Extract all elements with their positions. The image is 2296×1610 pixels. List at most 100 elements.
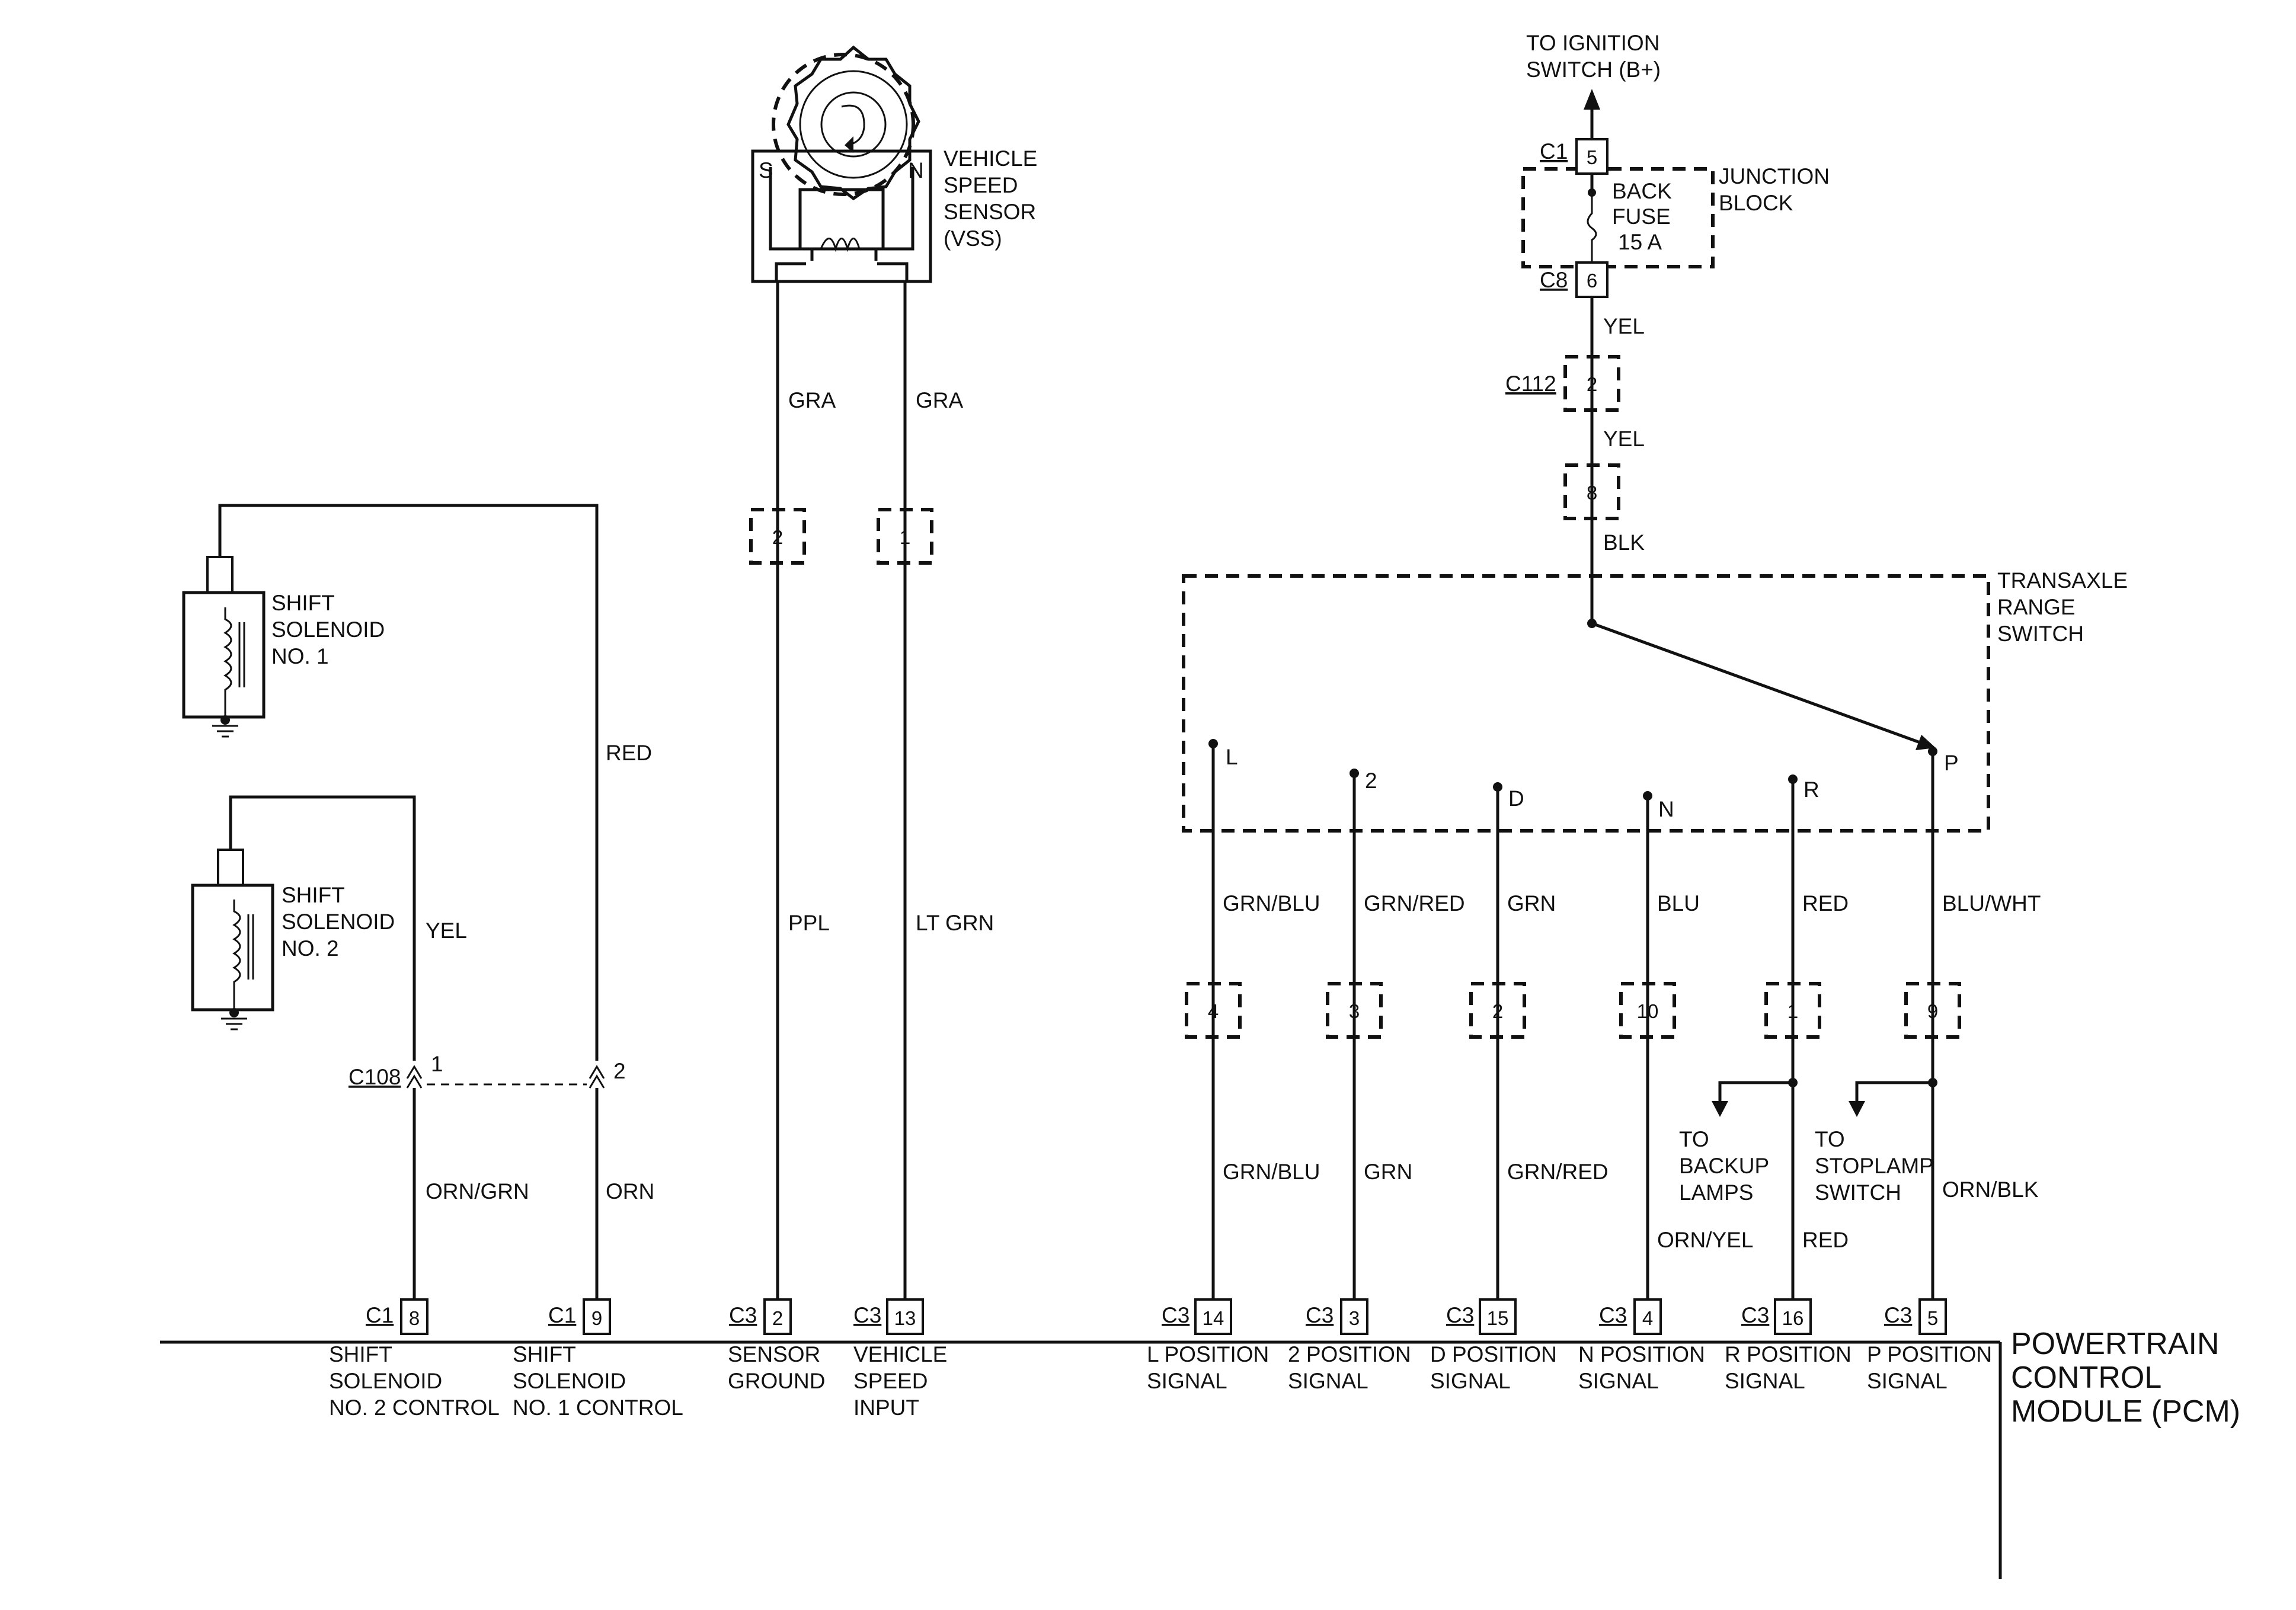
trs-pos-p: P: [1944, 751, 1959, 775]
pcm-conn: C3: [1162, 1303, 1189, 1327]
vss-inline-pin: 1: [900, 526, 910, 548]
vss-wire-lower-label: LT GRN: [916, 911, 994, 935]
trs-wire-lower-label: GRN/BLU: [1223, 1160, 1320, 1184]
trs-inline-pin: 3: [1349, 1000, 1360, 1022]
pcm-terminal-label2: SIGNAL: [1725, 1369, 1805, 1393]
pcm-terminal-label2: GROUND: [728, 1369, 825, 1393]
trs-inline-connector: [1185, 982, 1242, 1039]
wire-yel-2-label: YEL: [1603, 427, 1645, 451]
pcm-terminal-label3: NO. 2 CONTROL: [329, 1395, 500, 1420]
trs-inline-pin: 10: [1637, 1000, 1659, 1022]
c112-connector: [1563, 355, 1620, 412]
trs-wire-upper-label: GRN: [1507, 891, 1556, 916]
trs-wiper-arm: [1591, 622, 1924, 745]
trs-pos-r: R: [1803, 777, 1819, 802]
trs-inline-pin: 2: [1492, 1000, 1503, 1022]
jb-label2: BLOCK: [1719, 191, 1793, 215]
ground-node: [220, 715, 230, 725]
vss-rotor-outline: [772, 53, 915, 196]
vss-lead-right: [877, 262, 909, 281]
trs-inline-connector: [1904, 982, 1961, 1039]
trs-wire-upper-label: GRN/BLU: [1223, 891, 1320, 916]
pcm-terminal-2: 2 C3 SENSOR GROUND: [728, 1298, 825, 1393]
vss-lead-left: [775, 262, 806, 281]
wire-yel-solenoid: [229, 795, 416, 1061]
vss-inline-pin: 2: [772, 526, 783, 548]
shift-solenoid-1: SHIFT SOLENOID NO. 1: [182, 556, 385, 738]
pcm-conn: C1: [548, 1303, 576, 1327]
coil-icon: [232, 900, 241, 1010]
vss-gear-icon: [786, 45, 920, 201]
trs-label2: RANGE: [1997, 595, 2076, 619]
pcm-terminal-label1: P POSITION: [1867, 1342, 1992, 1366]
pcm-terminal-1: 9 C1 SHIFT SOLENOID NO. 1 CONTROL: [513, 1298, 683, 1420]
inline-connector-8: [1563, 463, 1620, 520]
pcm-terminal-label1: SHIFT: [513, 1342, 576, 1366]
shift-solenoid-2: SHIFT SOLENOID NO. 2: [191, 849, 395, 1030]
vss-label4: (VSS): [944, 226, 1002, 251]
wire-red: [218, 504, 599, 1061]
ground-icon: [212, 725, 238, 738]
vss-pole-left: [769, 167, 814, 261]
pcm-title-line2: CONTROL: [2011, 1361, 2161, 1395]
solenoid-1-body: [182, 591, 266, 719]
trs-inline-pin: 9: [1927, 1000, 1938, 1022]
c108-conn: C108: [348, 1065, 401, 1089]
solenoid-2-body: [191, 884, 274, 1012]
stoplamp-branch: TO STOPLAMP SWITCH: [1815, 1078, 1937, 1205]
wire-to-backup: [1718, 1081, 1793, 1105]
solenoid-1-cap: [206, 556, 234, 594]
jb-conn-out: C8: [1540, 268, 1568, 292]
vss-wire-lower-label: PPL: [788, 911, 830, 935]
trs-wire-upper-label: GRN/RED: [1364, 891, 1465, 916]
pcm-title-line3: MODULE (PCM): [2011, 1394, 2240, 1429]
pcm-terminal-label2: SIGNAL: [1288, 1369, 1368, 1393]
stoplamp-label1: TO: [1815, 1127, 1845, 1151]
pcm-pin: 8: [409, 1307, 420, 1329]
c108-pin2: 2: [613, 1059, 626, 1083]
pcm-pin: 9: [591, 1307, 602, 1329]
pcm-conn: C1: [366, 1303, 394, 1327]
trs-wiper-arrowhead-icon: [1916, 735, 1936, 750]
pcm-terminal-5: 3 C3 2 POSITION SIGNAL: [1288, 1298, 1411, 1393]
solenoid-1-label1: SHIFT: [271, 591, 335, 615]
pcm-terminal-3: 13 C3 VEHICLE SPEED INPUT: [853, 1298, 947, 1420]
pcm-terminal-label2: SOLENOID: [329, 1369, 442, 1393]
wire-yel-solenoid-label: YEL: [426, 918, 467, 943]
c112-pin: 2: [1587, 373, 1597, 395]
rotation-arrow-icon: [841, 104, 865, 146]
pcm-conn: C3: [1599, 1303, 1627, 1327]
wire-yel-1-label: YEL: [1603, 314, 1645, 338]
inline-pin-8: 8: [1587, 482, 1597, 504]
connector-chevron-icon: [589, 1074, 605, 1089]
jb-pin-in: 5: [1587, 146, 1597, 168]
trs-wire-upper-label: BLU/WHT: [1942, 891, 2041, 916]
coil-icon: [223, 607, 232, 717]
pcm-terminal-label1: 2 POSITION: [1288, 1342, 1411, 1366]
trs-inline-pin: 1: [1787, 1000, 1798, 1022]
pcm-pin: 14: [1203, 1307, 1224, 1329]
vss-pole-right: [874, 167, 914, 261]
fuse-label1: BACK: [1612, 179, 1672, 203]
ignition-label2: SWITCH (B+): [1526, 57, 1661, 82]
arrow-down-icon: [1712, 1101, 1728, 1117]
solenoid-2-cap: [217, 849, 244, 886]
trs-wire-lower-label: ORN/YEL: [1657, 1228, 1753, 1252]
solenoid-2-label3: NO. 2: [282, 936, 339, 961]
c112-conn: C112: [1505, 372, 1556, 396]
pcm-terminal-8: 16 C3 R POSITION SIGNAL: [1725, 1298, 1851, 1393]
backup-label3: LAMPS: [1679, 1180, 1753, 1205]
pcm-pin-box: [1194, 1298, 1232, 1335]
ignition-feed: TO IGNITION SWITCH (B+): [1526, 31, 1661, 139]
trs-inline-connector: [1326, 982, 1383, 1039]
pcm-conn: C3: [1884, 1303, 1912, 1327]
junction-block-outline: [1521, 167, 1715, 268]
pcm-conn: C3: [1306, 1303, 1334, 1327]
vss-inline-connector: [877, 508, 933, 565]
trs-wire-lower-label: ORN/BLK: [1942, 1177, 2039, 1202]
pcm-terminal-4: 14 C3 L POSITION SIGNAL: [1147, 1298, 1269, 1393]
stoplamp-label2: STOPLAMP: [1815, 1154, 1934, 1178]
pcm-pin: 4: [1642, 1307, 1653, 1329]
trs-inline-connector: [1619, 982, 1676, 1039]
pcm-terminal-label1: D POSITION: [1430, 1342, 1557, 1366]
